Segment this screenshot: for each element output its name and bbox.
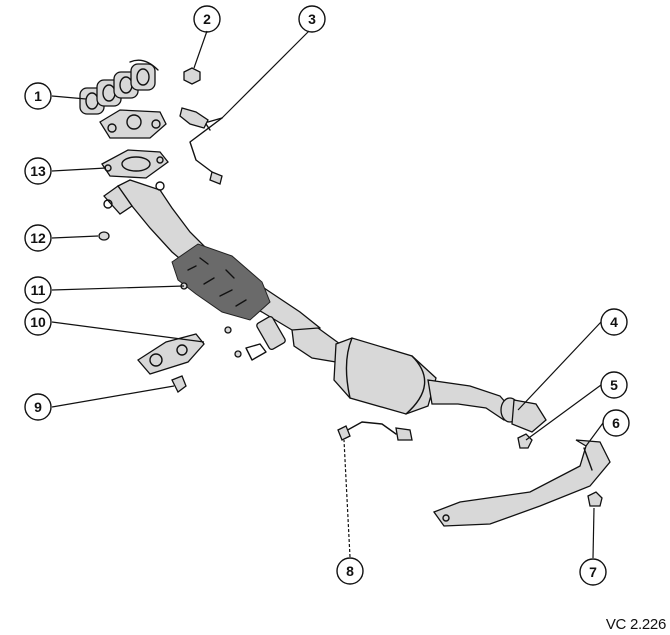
- manifold-gaskets: [79, 59, 159, 115]
- callout-8: 8: [336, 557, 364, 585]
- pipe-clamp: [245, 315, 286, 361]
- nut-7: [587, 491, 603, 507]
- flange-gasket: [101, 149, 169, 179]
- callout-1: 1: [24, 82, 52, 110]
- callout-label: 11: [31, 282, 46, 298]
- flange-plate: [137, 333, 205, 375]
- callout-label: 10: [30, 314, 46, 330]
- callout-label: 7: [589, 564, 597, 580]
- callout-9: 9: [24, 393, 52, 421]
- rear-clamp: [500, 397, 547, 433]
- callout-label: 1: [34, 88, 42, 104]
- nut-12: [98, 231, 110, 241]
- callout-label: 2: [203, 11, 211, 27]
- callout-label: 13: [30, 163, 46, 179]
- callout-11: 11: [24, 276, 52, 304]
- callout-6: 6: [602, 409, 630, 437]
- callout-3: 3: [298, 5, 326, 33]
- leader-lines: [51, 30, 604, 559]
- callout-label: 8: [346, 563, 354, 579]
- callout-label: 4: [610, 314, 618, 330]
- callout-label: 5: [610, 377, 618, 393]
- callout-2: 2: [193, 5, 221, 33]
- reference-code: VC 2.226: [605, 616, 666, 633]
- callout-10: 10: [24, 308, 52, 336]
- nut-2: [183, 67, 201, 85]
- catalytic-converter: [333, 337, 437, 415]
- callout-4: 4: [600, 308, 628, 336]
- callout-label: 9: [34, 399, 42, 415]
- support-bracket: [432, 439, 611, 527]
- bolt-9: [171, 375, 187, 393]
- callout-label: 3: [308, 11, 316, 27]
- callout-label: 12: [30, 230, 46, 246]
- callout-7: 7: [579, 558, 607, 586]
- nut-5: [517, 433, 533, 449]
- heat-shield: [171, 243, 271, 321]
- callout-5: 5: [600, 371, 628, 399]
- lambda-sensor-lower: [337, 421, 413, 441]
- lambda-sensor-upper: [179, 107, 223, 185]
- callout-label: 6: [612, 415, 620, 431]
- manifold-flange: [99, 109, 167, 139]
- intermediate-pipe: [291, 327, 341, 363]
- callout-12: 12: [24, 224, 52, 252]
- callout-13: 13: [24, 157, 52, 185]
- rear-pipe: [427, 379, 513, 421]
